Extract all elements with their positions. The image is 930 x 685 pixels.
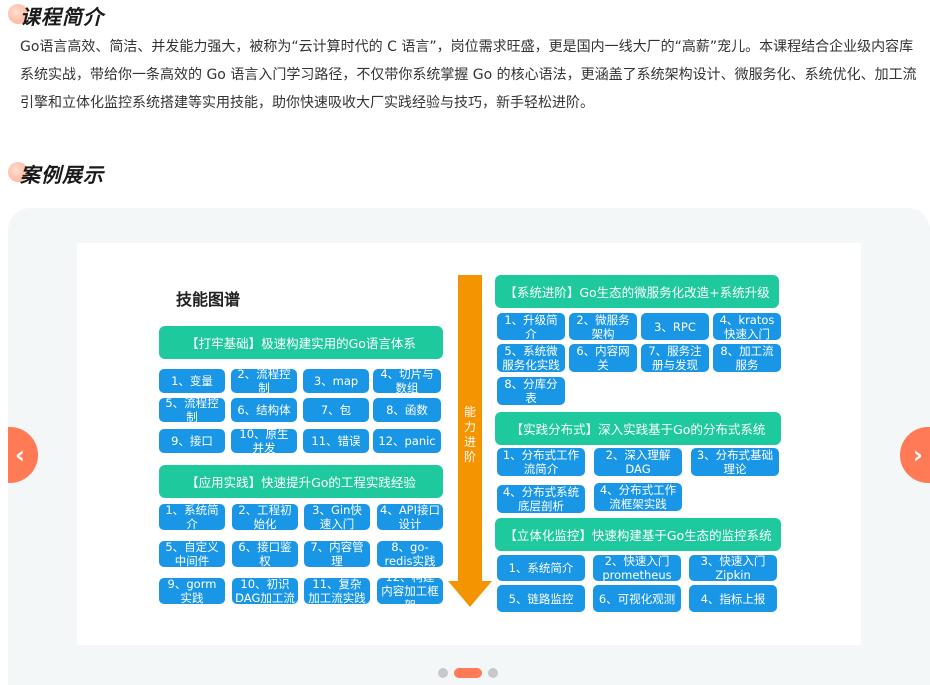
skill-tile: 7、内容管理: [304, 540, 370, 568]
group-header-system-advanced: 【系统进阶】Go生态的微服务化改造+系统升级: [495, 275, 779, 308]
skill-tile: 8、分库分表: [497, 377, 565, 405]
skill-tile: 5、自定义中间件: [159, 540, 225, 568]
skill-tile: 4、API接口设计: [377, 503, 443, 531]
skill-tile: 2、快速入门prometheus: [593, 554, 681, 582]
skill-tile: 8、go-redis实践: [377, 540, 443, 568]
skill-tile: 5、系统微服务化实践: [497, 344, 565, 372]
skill-tile: 9、gorm实践: [159, 577, 225, 605]
skill-tile: 3、分布式基础理论: [691, 448, 779, 476]
skill-tile: 3、map: [303, 369, 369, 393]
carousel-slide-skill-map: 技能图谱 【打牢基础】极速构建实用的Go语言体系 1、变量 2、流程控制 3、m…: [77, 243, 861, 645]
progress-arrow-shaft: [458, 275, 482, 585]
skill-tile: 4、指标上报: [689, 585, 777, 612]
skill-tile: 1、系统简介: [497, 555, 585, 581]
skill-tile: 7、服务注册与发现: [641, 344, 709, 372]
skill-tile: 6、接口鉴权: [232, 540, 298, 568]
skill-tile: 2、微服务架构: [569, 313, 637, 341]
skill-tile: 6、结构体: [231, 398, 297, 422]
skill-tile: 1、分布式工作流简介: [497, 448, 585, 476]
carousel-dot-3[interactable]: [488, 668, 498, 678]
group-header-basics: 【打牢基础】极速构建实用的Go语言体系: [159, 326, 443, 359]
title-decoration-icon: [8, 4, 28, 24]
skill-tile: 10、原生并发: [231, 427, 297, 455]
arrow-down-icon: [448, 581, 492, 607]
carousel-dot-2-active[interactable]: [454, 668, 482, 678]
skill-tile: 4、分布式系统底层剖析: [497, 485, 585, 513]
skill-tile: 11、复杂加工流实践: [304, 577, 370, 605]
skill-tile: 12、构建内容加工框架: [377, 570, 443, 612]
carousel-pagination: [438, 668, 498, 678]
carousel-dot-1[interactable]: [438, 668, 448, 678]
chevron-right-icon: ›: [913, 441, 923, 469]
skill-tile: 3、快速入门Zipkin: [689, 554, 777, 582]
skill-tile: 5、流程控制: [159, 396, 225, 424]
group-header-monitoring: 【立体化监控】快速构建基于Go生态的监控系统: [495, 518, 781, 551]
skill-tile: 1、变量: [159, 369, 225, 393]
skill-tile: 1、系统简介: [159, 503, 225, 531]
skill-tile: 7、包: [303, 398, 369, 422]
skill-tile: 8、加工流服务: [713, 344, 781, 372]
skill-tile: 6、可视化观测: [593, 585, 681, 612]
skill-tile: 3、RPC: [641, 313, 709, 340]
title-decoration-icon: [8, 162, 28, 182]
chevron-left-icon: ‹: [15, 441, 25, 469]
skill-tile: 4、kratos快速入门: [713, 313, 781, 341]
skill-tile: 9、接口: [159, 429, 225, 453]
intro-section-title: 课程简介: [8, 0, 104, 30]
group-header-applied-practice: 【应用实践】快速提升Go的工程实践经验: [159, 465, 443, 498]
progress-arrow-label: 能力进阶: [463, 405, 476, 464]
skill-tile: 6、内容网关: [569, 344, 637, 372]
skill-tile: 11、错误: [303, 429, 369, 453]
skill-tile: 2、工程初始化: [232, 503, 298, 531]
intro-paragraph: Go语言高效、简洁、并发能力强大，被称为“云计算时代的 C 语言”，岗位需求旺盛…: [20, 39, 917, 111]
skill-tile: 12、panic: [373, 429, 441, 453]
skill-tile: 4、切片与数组: [373, 367, 441, 395]
group-header-distributed-practice: 【实践分布式】深入实践基于Go的分布式系统: [495, 412, 781, 445]
skill-tile: 10、初识DAG加工流: [232, 577, 298, 605]
skill-tile: 3、Gin快速入门: [304, 503, 370, 531]
skill-tile: 2、流程控制: [231, 367, 297, 395]
skill-tile: 1、升级简介: [497, 313, 565, 341]
skill-tile: 8、函数: [373, 398, 441, 422]
skill-tile: 5、链路监控: [497, 585, 585, 612]
skill-tile: 4、分布式工作流框架实践: [594, 483, 682, 511]
skill-tile: 2、深入理解DAG: [594, 448, 682, 476]
showcase-section-title: 案例展示: [8, 158, 104, 188]
skill-map-title: 技能图谱: [176, 290, 241, 309]
